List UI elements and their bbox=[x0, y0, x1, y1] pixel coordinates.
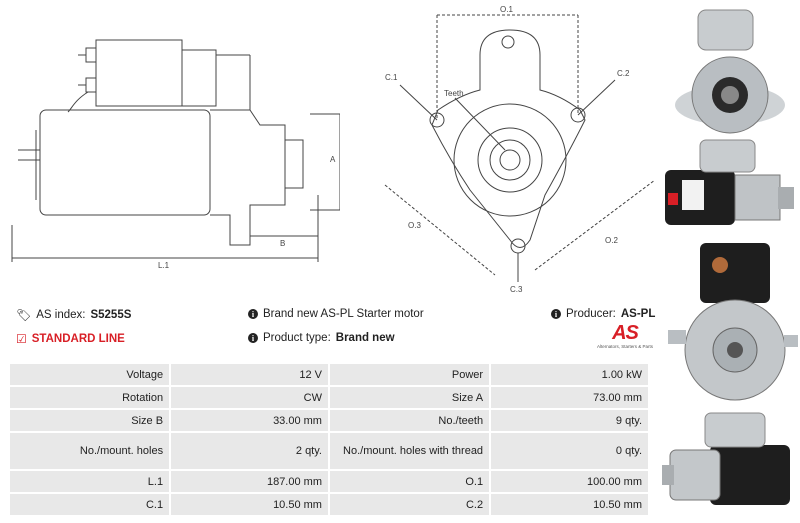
dim-c2-label: C.2 bbox=[617, 69, 630, 78]
dim-c3-label: C.3 bbox=[510, 285, 523, 294]
spec-label: No./teeth bbox=[329, 410, 490, 431]
dim-teeth-label: Teeth bbox=[444, 89, 464, 98]
spec-value: 100.00 mm bbox=[491, 471, 648, 492]
spec-label: C.2 bbox=[329, 494, 490, 515]
dim-b-label: B bbox=[280, 239, 285, 248]
spec-value: CW bbox=[171, 387, 328, 408]
dim-c1-label: C.1 bbox=[385, 73, 398, 82]
spec-label: Power bbox=[329, 364, 490, 385]
spec-label: No./mount. holes bbox=[10, 433, 170, 469]
spec-label: Voltage bbox=[10, 364, 170, 385]
product-photo-angle bbox=[662, 412, 790, 505]
spec-value: 9 qty. bbox=[491, 410, 648, 431]
info-icon: i bbox=[248, 333, 258, 343]
checkbox-icon: ☑ bbox=[16, 332, 27, 346]
standard-line: ☑ STANDARD LINE bbox=[16, 332, 125, 346]
product-photo-side bbox=[665, 139, 794, 225]
product-type: i Product type: Brand new bbox=[248, 332, 395, 344]
description-text: Brand new AS-PL Starter motor bbox=[263, 308, 424, 320]
spec-value: 1.00 kW bbox=[491, 364, 648, 385]
producer-label: Producer: bbox=[566, 308, 616, 320]
spec-label: L.1 bbox=[10, 471, 170, 492]
dim-o2-label: O.2 bbox=[605, 236, 618, 245]
product-photos bbox=[660, 0, 800, 523]
info-icon: i bbox=[551, 309, 561, 319]
table-row: Voltage 12 V Power 1.00 kW bbox=[10, 364, 648, 385]
info-icon: i bbox=[248, 309, 258, 319]
spec-label: C.1 bbox=[10, 494, 170, 515]
spec-value: 10.50 mm bbox=[491, 494, 648, 515]
spec-label: Size B bbox=[10, 410, 170, 431]
logo-tagline: Alternators, Starters & Parts bbox=[596, 344, 654, 349]
info-row-1: 🏷︎ AS index: S5255S i Brand new AS-PL St… bbox=[0, 308, 660, 330]
logo-mark: AS bbox=[612, 322, 639, 344]
spec-value: 0 qty. bbox=[491, 433, 648, 469]
spec-label: O.1 bbox=[329, 471, 490, 492]
front-view-drawing: O.1 C.1 C.2 Teeth O.3 O.2 C.3 bbox=[384, 5, 655, 294]
dim-l1-label: L.1 bbox=[158, 261, 170, 270]
table-row: No./mount. holes 2 qty. No./mount. holes… bbox=[10, 433, 648, 469]
tag-icon: 🏷︎ bbox=[16, 308, 32, 322]
product-type-label: Product type: bbox=[263, 332, 331, 344]
producer: i Producer: AS-PL bbox=[551, 308, 655, 320]
table-row: Size B 33.00 mm No./teeth 9 qty. bbox=[10, 410, 648, 431]
dim-o3-label: O.3 bbox=[408, 221, 421, 230]
product-type-value: Brand new bbox=[335, 332, 395, 344]
product-photo-rear bbox=[668, 243, 798, 401]
producer-value: AS-PL bbox=[620, 308, 656, 320]
specs-table: Voltage 12 V Power 1.00 kW Rotation CW S… bbox=[8, 362, 650, 517]
table-row: Rotation CW Size A 73.00 mm bbox=[10, 387, 648, 408]
dim-o1-label: O.1 bbox=[500, 5, 513, 14]
info-row-2: ☑ STANDARD LINE i Product type: Brand ne… bbox=[0, 332, 660, 354]
spec-value: 73.00 mm bbox=[491, 387, 648, 408]
as-pl-logo: AS Alternators, Starters & Parts bbox=[590, 322, 660, 356]
spec-value: 2 qty. bbox=[171, 433, 328, 469]
spec-label: No./mount. holes with thread bbox=[329, 433, 490, 469]
spec-value: 12 V bbox=[171, 364, 328, 385]
spec-value: 187.00 mm bbox=[171, 471, 328, 492]
product-photo-front bbox=[675, 9, 785, 134]
table-row: C.1 10.50 mm C.2 10.50 mm bbox=[10, 494, 648, 515]
spec-value: 10.50 mm bbox=[171, 494, 328, 515]
dim-a-label: A bbox=[330, 155, 336, 164]
spec-label: Size A bbox=[329, 387, 490, 408]
description: i Brand new AS-PL Starter motor bbox=[248, 308, 424, 320]
standard-line-text: STANDARD LINE bbox=[31, 333, 125, 345]
side-view-drawing: L.1 B A bbox=[11, 39, 340, 270]
spec-value: 33.00 mm bbox=[171, 410, 328, 431]
as-index-label: AS index: bbox=[36, 309, 86, 321]
spec-label: Rotation bbox=[10, 387, 170, 408]
table-row: L.1 187.00 mm O.1 100.00 mm bbox=[10, 471, 648, 492]
as-index-value: S5255S bbox=[90, 309, 132, 321]
as-index: 🏷︎ AS index: S5255S bbox=[16, 308, 131, 322]
